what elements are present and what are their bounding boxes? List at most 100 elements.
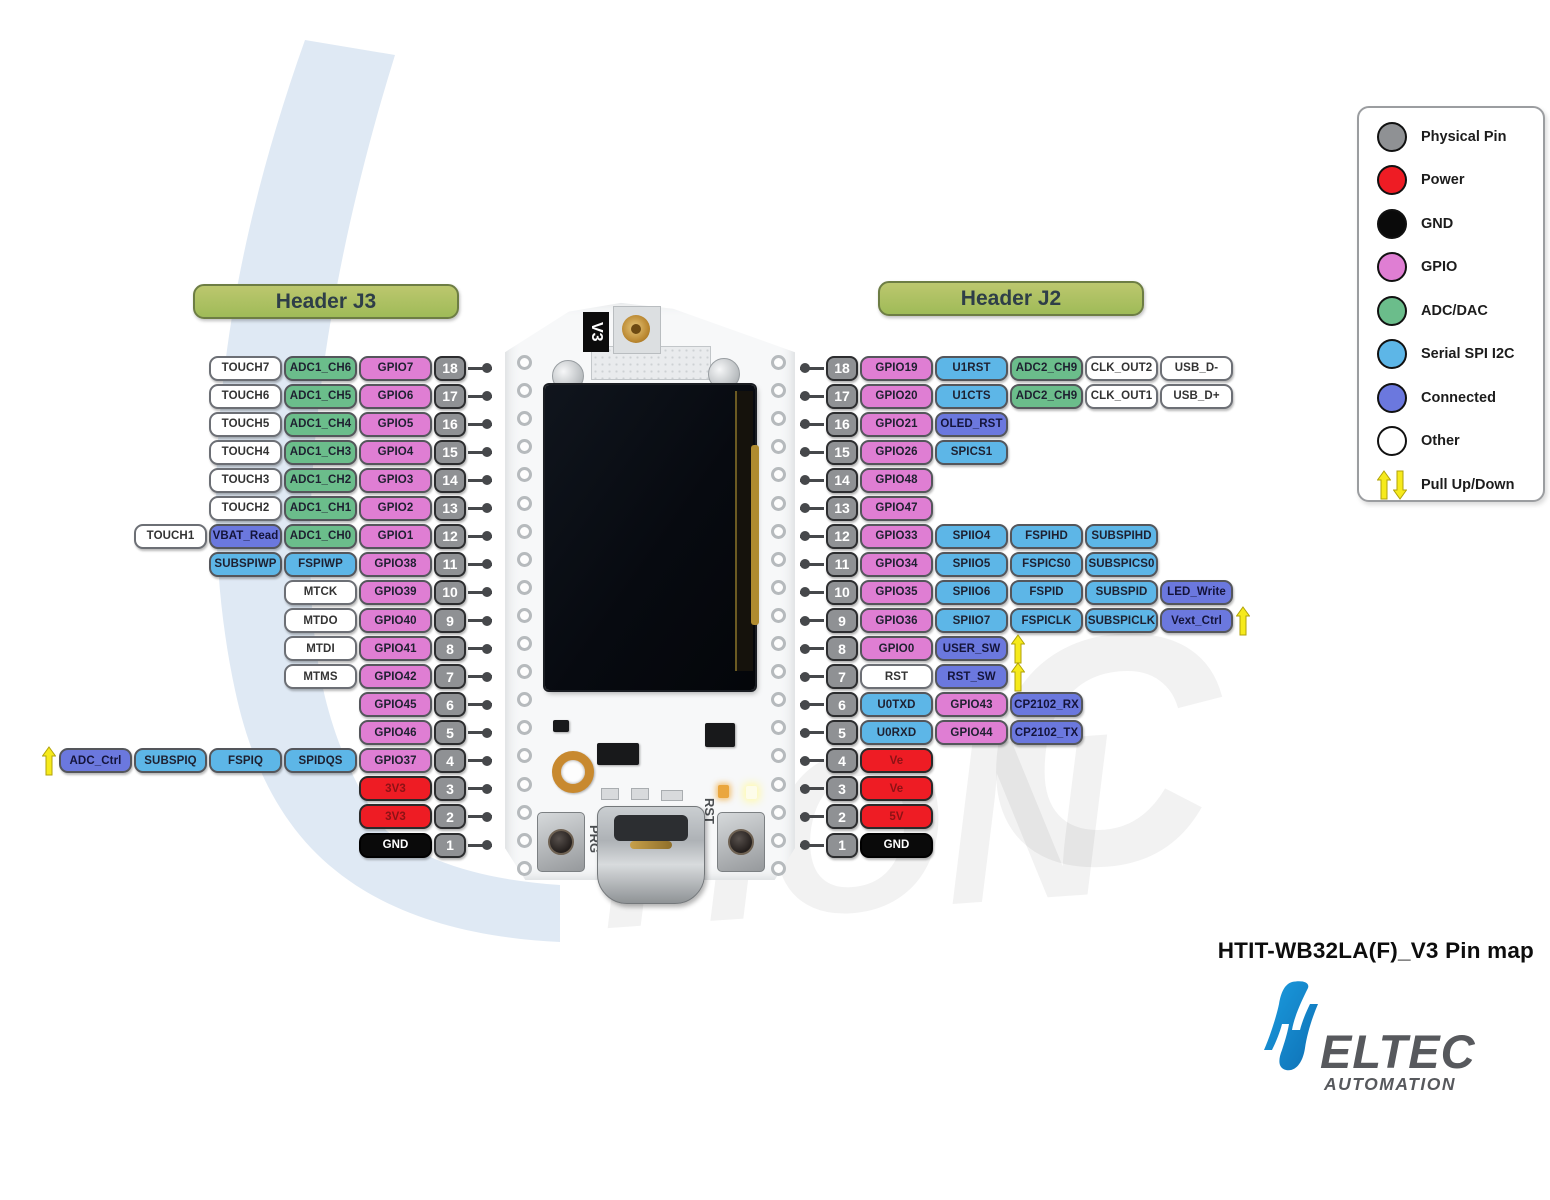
legend-color-adc [1377,295,1407,326]
pin-hole [771,720,786,736]
pin-cell-fspics0: FSPICS0 [1010,551,1083,577]
power-led-icon [718,785,729,798]
pin-number-badge: 18 [826,355,858,381]
pin-cell-adc2-ch9: ADC2_CH9 [1010,383,1083,409]
pin-hole [517,636,532,651]
pin-connector-line [800,832,824,858]
pin-cell-adc2-ch9: ADC2_CH9 [1010,355,1083,381]
pin-cell-touch7: TOUCH7 [209,355,282,381]
pin-cell-u1rst: U1RST [935,355,1008,381]
legend-item-gnd: GND [1377,208,1543,239]
legend-label: GPIO [1421,259,1458,275]
pin-number-badge: 8 [826,636,858,662]
legend-color-connected [1377,382,1407,413]
screw-right-icon [708,358,740,390]
pin-cell-fspiwp: FSPIWP [284,551,357,577]
pin-connector-line [800,692,824,718]
legend-label: Pull Up/Down [1421,476,1515,493]
pin-cell-gpio41: GPIO41 [359,636,432,662]
pin-connector-line [800,439,824,465]
pin-cell-gnd: GND [860,832,933,858]
pin-cell-fspiq: FSPIQ [209,748,282,774]
pin-cell-fspid: FSPID [1010,579,1083,605]
legend-item-power: Power [1377,165,1543,196]
pin-hole [517,523,532,539]
pin-hole [771,355,786,370]
pull-up-arrow-icon [41,745,57,776]
pin-number-badge: 15 [826,439,858,465]
legend-item-connected: Connected [1377,382,1543,413]
legend-color-physical [1377,121,1407,152]
rst-label: RST [702,798,717,824]
pull-up-arrow-icon [1235,605,1251,636]
pin-cell-led-write: LED_Write [1160,579,1233,605]
pin-cell-touch2: TOUCH2 [209,495,282,521]
pin-cell-adc1-ch5: ADC1_CH5 [284,383,357,409]
pin-hole [771,636,786,651]
pin-number-badge: 6 [434,692,466,718]
version-flag: V3 [583,312,609,352]
pin-connector-line [800,776,824,802]
small-chip [553,720,569,732]
pin-hole [771,495,786,511]
pin-cell-gpio45: GPIO45 [359,692,432,718]
pin-cell-gpio0: GPIO0 [860,636,933,662]
pin-number-badge: 13 [434,495,466,521]
pin-connector-line [468,608,492,634]
pin-cell-clk-out2: CLK_OUT2 [1085,355,1158,381]
pin-connector-line [468,664,492,690]
pin-cell-gpio35: GPIO35 [860,579,933,605]
pin-hole [771,804,786,820]
pin-number-badge: 10 [434,579,466,605]
pin-number-badge: 14 [434,467,466,493]
pin-cell-u1cts: U1CTS [935,383,1008,409]
legend-color-gnd [1377,208,1407,239]
pin-connector-line [468,748,492,774]
pin-cell-touch1: TOUCH1 [134,523,207,549]
pin-connector-line [800,411,824,437]
pin-cell-spiio5: SPIIO5 [935,551,1008,577]
pin-connector-line [800,383,824,409]
pin-number-badge: 11 [434,551,466,577]
pin-cell-gpio1: GPIO1 [359,523,432,549]
usb-c-port[interactable] [597,806,705,904]
legend-label: Power [1421,172,1465,188]
pin-cell-mtck: MTCK [284,579,357,605]
pin-cell-spics1: SPICS1 [935,439,1008,465]
pin-connector-line [468,355,492,381]
legend-label: Physical Pin [1421,128,1507,145]
prg-button[interactable] [537,812,585,872]
user-led-icon [746,786,757,799]
legend-label: Other [1421,433,1460,449]
oled-flex-cable [735,391,753,671]
pin-connector-line [468,439,492,465]
pin-hole [771,832,786,848]
logo-subtitle: AUTOMATION [1324,1074,1456,1094]
pin-cell-fspihd: FSPIHD [1010,523,1083,549]
header-j2-title: Header J2 [878,281,1144,316]
rst-button[interactable] [717,812,765,872]
pin-cell-gpio47: GPIO47 [860,495,933,521]
pin-hole [771,607,786,623]
legend-label: Connected [1421,389,1496,406]
pin-hole [771,776,786,792]
pin-number-badge: 4 [434,748,466,774]
passive-3 [661,790,683,801]
pin-connector-line [468,776,492,802]
pin-cell-touch4: TOUCH4 [209,439,282,465]
pin-cell-gpio46: GPIO46 [359,720,432,746]
pin-number-badge: 12 [434,523,466,549]
